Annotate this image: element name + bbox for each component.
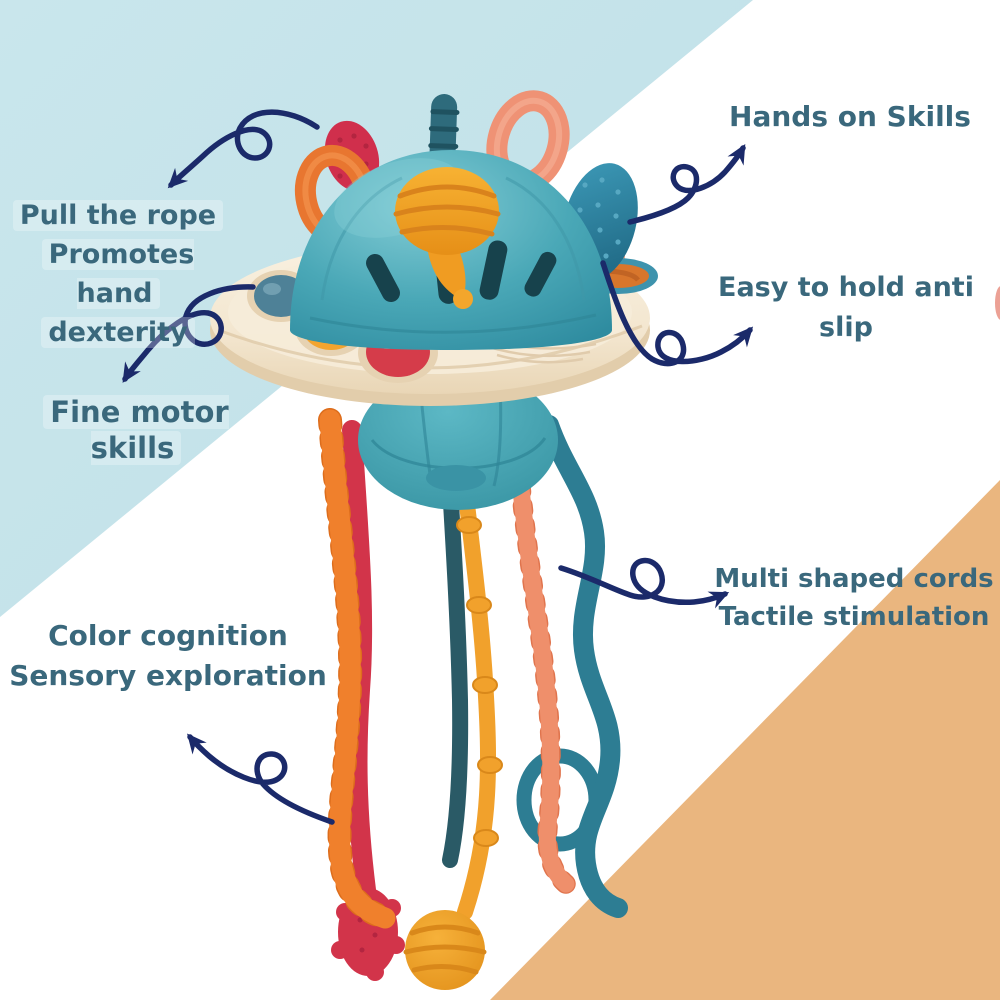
label-pull-the-rope: Pull the rope Promotes hand dexterity [0, 196, 236, 352]
cord-teal-wavy [539, 415, 628, 918]
arrow-multi-cords [558, 557, 730, 609]
arrow-hands-on-skills [627, 143, 746, 225]
label-easy-to-hold: Easy to hold anti slip [695, 268, 997, 348]
label-line: Color cognition [48, 619, 288, 652]
label-fine-motor-skills: Fine motor skills [0, 394, 272, 466]
pull-cords [318, 408, 628, 990]
label-line: Multi shaped cords [714, 564, 994, 594]
label-line: Tactile stimulation [718, 602, 990, 632]
arrow-pull-rope [167, 109, 320, 189]
cropped-edge-element [995, 286, 1000, 320]
label-line: Promotes hand [0, 235, 236, 313]
label-line: Pull the rope [0, 196, 236, 235]
arrow-fine-motor [122, 284, 256, 383]
label-line: slip [819, 312, 873, 343]
label-line: Sensory exploration [9, 659, 327, 692]
label-line: Easy to hold anti [718, 272, 974, 303]
label-multi-shaped-cords: Multi shaped cords Tactile stimulation [708, 560, 1000, 636]
label-hands-on-skills: Hands on Skills [705, 100, 995, 134]
label-color-cognition: Color cognition Sensory exploration [0, 616, 336, 696]
spinner-knob-orange [393, 167, 501, 309]
cord-orange [318, 408, 397, 930]
label-line: Hands on Skills [729, 100, 971, 133]
arrow-easy-to-hold [600, 260, 754, 367]
label-line: dexterity [0, 313, 236, 352]
arrow-color-cognition [187, 733, 335, 825]
label-line: Fine motor skills [0, 394, 272, 466]
cord-salmon [506, 420, 576, 894]
